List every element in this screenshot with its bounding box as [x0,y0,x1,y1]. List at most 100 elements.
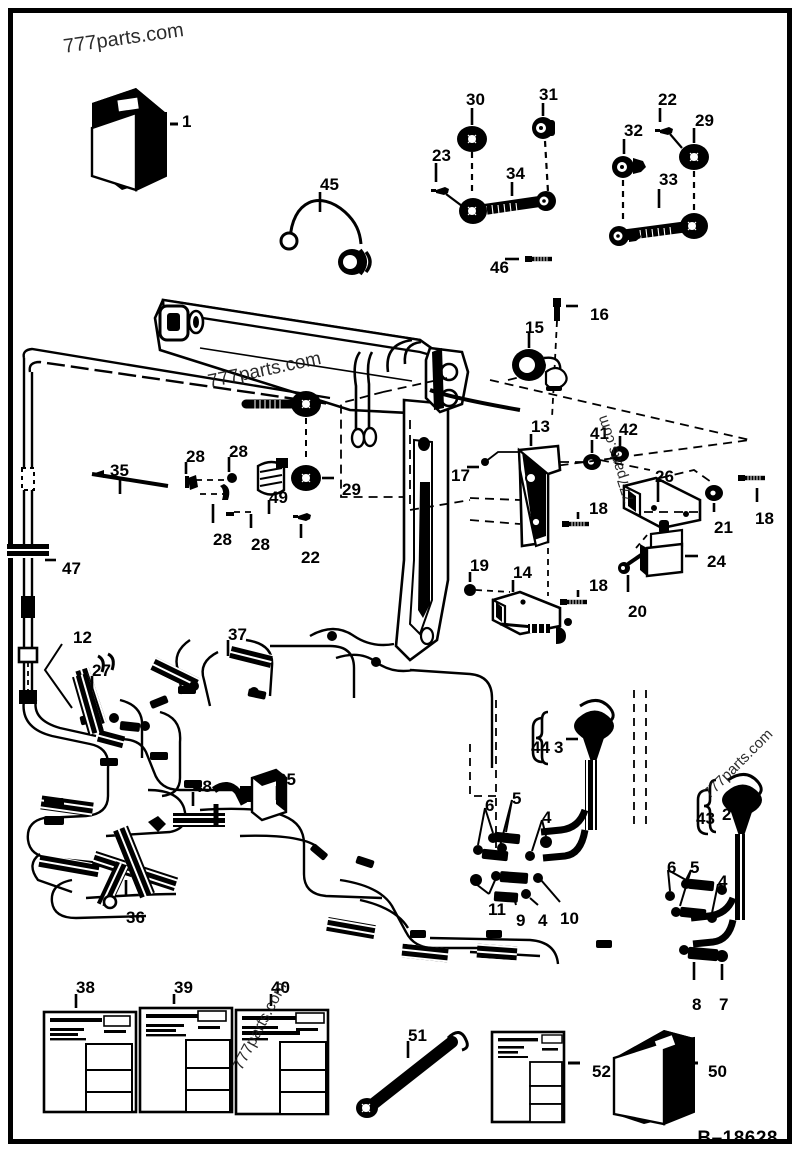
callout-52: 52 [592,1062,611,1081]
callout-41: 41 [590,424,609,443]
callout-33: 33 [659,170,678,189]
callout-47: 47 [62,559,81,578]
callout-19: 19 [470,556,489,575]
part-18-bolt-right [737,474,766,502]
callout-34: 34 [506,164,525,183]
part-group-left-link [431,103,556,263]
callout-4: 4 [538,911,548,930]
part-27-coiled-hose [72,652,115,736]
callout-24: 24 [707,552,726,571]
callout-43: 43 [696,809,715,828]
part-19-nut [464,572,511,596]
callout-2: 2 [722,805,732,824]
part-3-control-handle [531,699,615,862]
callout-46: 46 [490,258,509,277]
part-group-valve-bracket [467,298,751,606]
part-52-decal [490,1030,580,1124]
part-1-controller-box [90,88,178,192]
callout-36: 36 [126,908,145,927]
callout-7: 7 [719,995,729,1014]
callout-29: 29 [695,111,714,130]
callout-13: 13 [531,417,550,436]
callout-50: 50 [708,1062,727,1081]
callout-22: 22 [658,90,677,109]
part-25-relay-block [240,768,288,822]
part-45-dust-cap [279,192,372,276]
callout-49: 49 [269,488,288,507]
callout-22: 22 [301,548,320,567]
part-21-washer [705,485,723,512]
part-23-grease-fitting [431,163,463,207]
callout-17: 17 [451,466,470,485]
diagram-border [8,8,792,1144]
part-26-support-bracket [622,476,702,530]
callout-28: 28 [186,447,205,466]
callout-5: 5 [690,858,700,877]
callout-35: 35 [110,461,129,480]
callout-3: 3 [554,738,564,757]
callout-5: 5 [512,789,522,808]
part-50-controller-box [612,1030,698,1126]
boom-pivot-head [350,338,521,449]
part-22-grease-fitting [655,108,683,149]
part-29-bushing-boom [241,390,334,492]
callout-38: 38 [76,978,95,997]
callout-16: 16 [590,305,609,324]
part-group-left-hoses [7,347,331,709]
callout-8: 8 [692,995,702,1014]
callout-4: 4 [542,808,552,827]
part-13-mount-bracket [517,434,562,548]
callout-4: 4 [718,872,728,891]
part-15-bushing-ring [512,333,562,381]
part-8-coupler [679,945,719,980]
part-29-bushing [678,128,710,212]
part-51-cylinder-rod [356,1031,469,1118]
part-48-harness [191,782,248,826]
part-group-control-handles [469,690,763,980]
callout-39: 39 [174,978,193,997]
callout-21: 21 [714,518,733,537]
part-20-screw [618,533,649,592]
callout-29: 29 [342,480,361,499]
part-7-nut [716,950,728,980]
callout-40: 40 [271,978,290,997]
callout-18: 18 [589,499,608,518]
part-34-link-rod [459,182,556,224]
part-group-lower-bracket [464,572,572,644]
callout-14: 14 [513,563,532,582]
boom-arm-assembly [153,298,521,662]
callout-10: 10 [560,909,579,928]
part-41-washer [583,440,601,470]
callout-30: 30 [466,90,485,109]
callout-1: 1 [182,112,192,131]
callout-28: 28 [251,535,270,554]
part-31-rod-end [532,103,555,193]
callout-44: 44 [531,738,550,757]
callout-27: 27 [92,661,111,680]
callout-28: 28 [213,530,232,549]
callout-18: 18 [589,576,608,595]
part-group-boom-hardware [184,390,334,538]
callout-6: 6 [485,796,495,815]
callout-42: 42 [619,420,638,439]
callout-15: 15 [525,318,544,337]
decal-sheets-bottom-left [42,994,330,1116]
callout-23: 23 [432,146,451,165]
callout-45: 45 [320,175,339,194]
callout-9: 9 [516,911,526,930]
part-group-solenoid-bracket [618,469,766,592]
part-36-hose [102,816,166,910]
part-group-right-link [609,108,710,246]
part-17-pin [467,451,520,469]
part-42-lock-washer [611,436,629,462]
part-14-bracket [491,580,572,644]
callout-12: 12 [73,628,92,647]
callout-26: 26 [655,467,674,486]
drawing-number: B–18628 [697,1128,778,1149]
callout-18: 18 [755,509,774,528]
callout-32: 32 [624,121,643,140]
part-16-bolt [544,298,578,419]
part-18-bolts [547,512,590,606]
part-49-bushing [256,458,288,514]
